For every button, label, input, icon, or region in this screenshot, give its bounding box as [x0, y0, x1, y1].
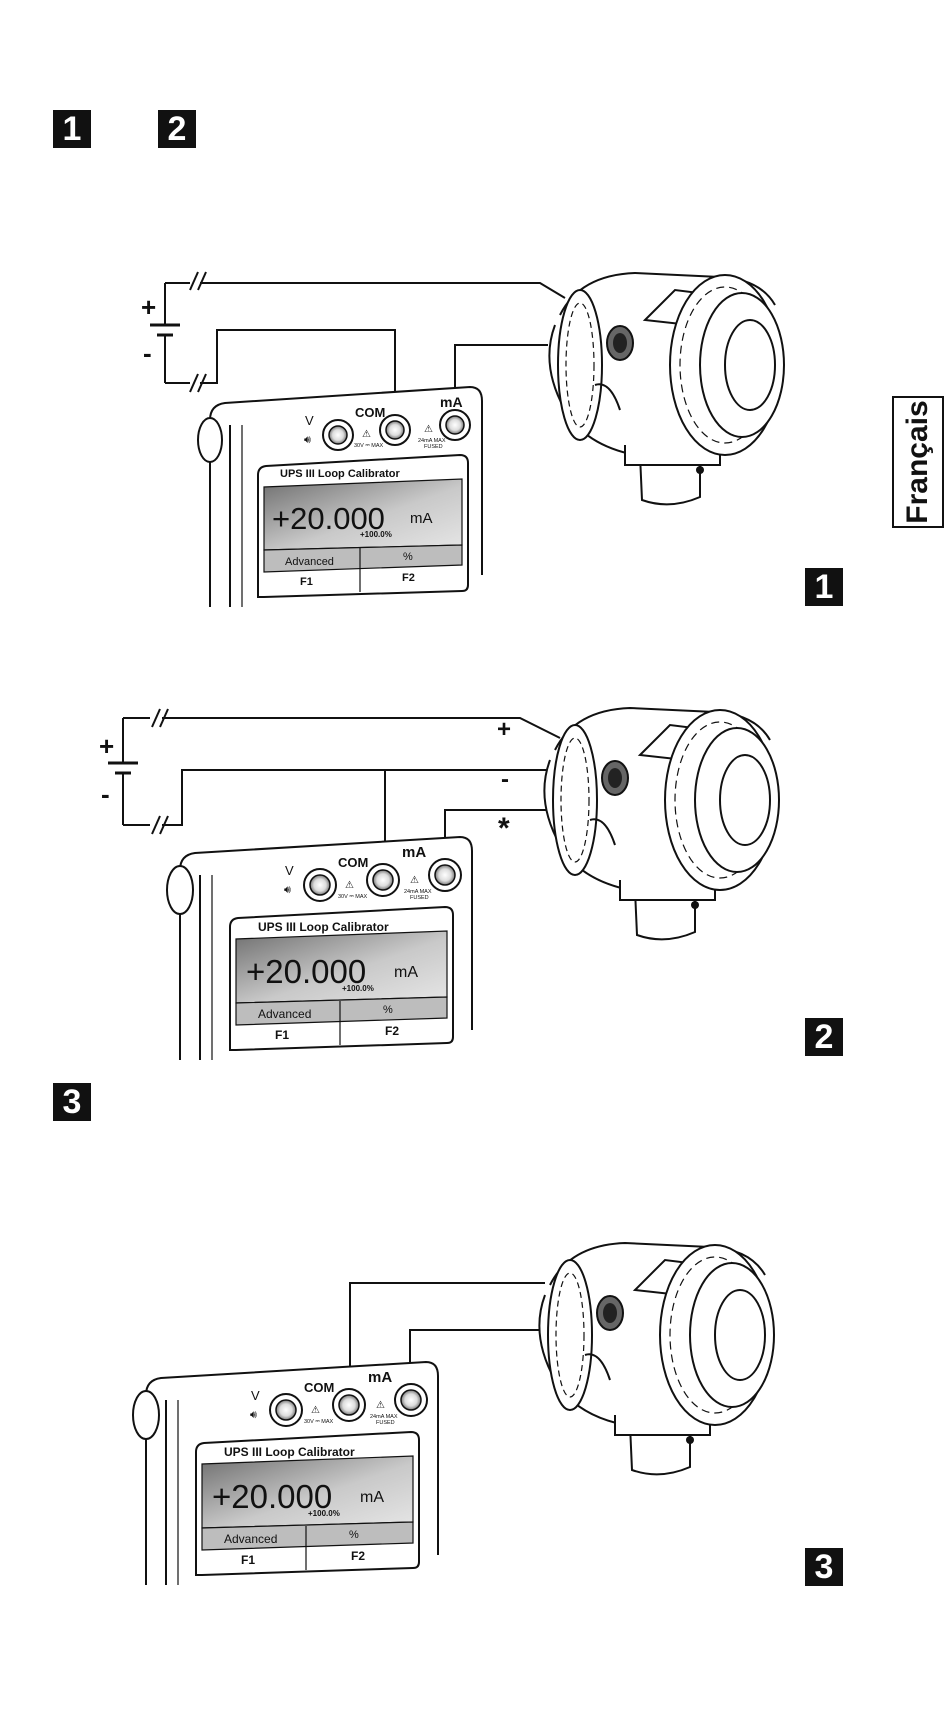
battery-plus-sign: + [99, 731, 114, 761]
softkey-advanced[interactable]: Advanced [285, 556, 334, 568]
voltage-max-label: 30V ⎓ MAX [338, 894, 367, 900]
voltage-max-label: 30V ⎓ MAX [354, 443, 383, 449]
speaker-icon: 🔊︎ [304, 433, 311, 446]
lcd-reading: +20.000 [272, 501, 385, 536]
v-jack-label: V [285, 863, 294, 878]
figure-badge-3: 3 [805, 1548, 843, 1586]
transmitter-plus-mark: + [497, 716, 511, 743]
warning-icon: ⚠ [362, 429, 371, 440]
figure-badge-1: 1 [805, 568, 843, 606]
v-jack-label: V [251, 1388, 260, 1403]
calibrator-title: UPS III Loop Calibrator [280, 468, 401, 480]
lcd-unit: mA [360, 1489, 384, 1506]
speaker-icon: 🔊︎ [250, 1408, 257, 1421]
transmitter-star-mark: * [498, 812, 510, 845]
current-max-label: 24mA MAX [418, 438, 446, 444]
v-jack-label: V [305, 413, 314, 428]
battery-minus-sign: - [101, 779, 110, 809]
f2-key[interactable]: F2 [402, 572, 415, 584]
warning-icon: ⚠ [424, 424, 433, 435]
lcd-reading: +20.000 [246, 953, 366, 990]
loop-calibrator: V 🔊︎ COM mA ⚠ ⚠ 30V ⎓ MAX 24mA MAX FUSED… [132, 1360, 439, 1585]
current-max-label: 24mA MAX [370, 1414, 398, 1420]
warning-icon: ⚠ [410, 875, 419, 886]
softkey-advanced[interactable]: Advanced [224, 1532, 277, 1546]
f1-key[interactable]: F1 [300, 576, 313, 588]
pressure-transmitter [548, 271, 785, 506]
pressure-transmitter [538, 1241, 775, 1476]
lcd-unit: mA [410, 510, 433, 527]
step-badge-2: 2 [158, 110, 196, 148]
battery-plus-sign: + [141, 292, 156, 322]
loop-calibrator: V 🔊︎ COM mA ⚠ ⚠ 30V ⎓ MAX 24mA MAX FUSED… [166, 835, 473, 1060]
lcd-percent: +100.0% [342, 984, 374, 993]
fused-label: FUSED [424, 444, 443, 450]
ma-jack-label: mA [402, 844, 426, 861]
lcd-percent: +100.0% [360, 530, 392, 539]
com-jack-label: COM [304, 1380, 334, 1395]
lcd-reading: +20.000 [212, 1478, 332, 1515]
com-jack-label: COM [355, 405, 385, 420]
com-jack-label: COM [338, 855, 368, 870]
current-max-label: 24mA MAX [404, 889, 432, 895]
ma-jack-label: mA [368, 1369, 392, 1386]
f2-key[interactable]: F2 [385, 1024, 399, 1038]
battery-minus-sign: - [143, 338, 152, 368]
fused-label: FUSED [410, 895, 429, 901]
step-badge-3: 3 [53, 1083, 91, 1121]
ma-jack-label: mA [440, 394, 463, 410]
softkey-percent[interactable]: % [349, 1529, 359, 1541]
transmitter-minus-mark: - [501, 766, 509, 793]
fused-label: FUSED [376, 1420, 395, 1426]
f2-key[interactable]: F2 [351, 1549, 365, 1563]
loop-calibrator: V 🔊︎ COM mA ⚠ ⚠ 30V ⎓ MAX 24mA MAX FUSED… [197, 385, 483, 607]
warning-icon: ⚠ [376, 1400, 385, 1411]
warning-icon: ⚠ [311, 1405, 320, 1416]
speaker-icon: 🔊︎ [284, 883, 291, 896]
warning-icon: ⚠ [345, 880, 354, 891]
figure-badge-2: 2 [805, 1018, 843, 1056]
f1-key[interactable]: F1 [275, 1028, 289, 1042]
softkey-advanced[interactable]: Advanced [258, 1007, 311, 1021]
softkey-percent[interactable]: % [403, 551, 413, 563]
lcd-percent: +100.0% [308, 1509, 340, 1518]
lcd-unit: mA [394, 964, 418, 981]
voltage-max-label: 30V ⎓ MAX [304, 1419, 333, 1425]
calibrator-title: UPS III Loop Calibrator [258, 920, 389, 934]
pressure-transmitter [543, 706, 780, 941]
step-badge-1: 1 [53, 110, 91, 148]
f1-key[interactable]: F1 [241, 1553, 255, 1567]
calibrator-title: UPS III Loop Calibrator [224, 1445, 355, 1459]
softkey-percent[interactable]: % [383, 1004, 393, 1016]
language-tab: Français [892, 396, 944, 528]
